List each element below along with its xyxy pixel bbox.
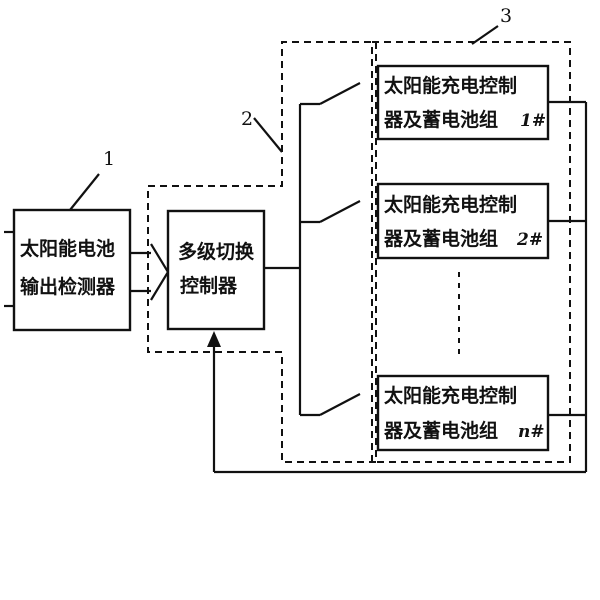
feedback-arrow-head [207, 331, 221, 347]
ref-label-3: 3 [500, 5, 512, 27]
detector-label-line2: 输出检测器 [20, 275, 116, 298]
ref-label-1: 1 [103, 148, 115, 170]
region-3-outline [371, 41, 571, 463]
ref-label-2: 2 [241, 108, 253, 130]
switch-controller-box [166, 209, 266, 331]
charge-unit-2-number: 2# [516, 230, 543, 250]
charge-unit-n-line2: 器及蓄电池组 [383, 419, 498, 442]
charge-unit-n-number: n# [518, 422, 545, 442]
charge-unit-1-line1: 太阳能充电控制 [384, 74, 517, 97]
ref-leader-2 [253, 117, 283, 153]
charge-unit-1-box [376, 64, 550, 141]
charge-unit-2-line1: 太阳能充电控制 [384, 193, 517, 216]
switch-2-blade [319, 200, 361, 223]
charge-unit-n-box [376, 374, 550, 452]
detector-label-line1: 太阳能电池 [20, 237, 115, 260]
charge-unit-2-box [376, 182, 550, 260]
ref-leader-1 [69, 173, 100, 211]
charge-unit-n-line1: 太阳能充电控制 [384, 384, 517, 407]
charge-unit-1-line2: 器及蓄电池组 [383, 108, 498, 131]
charge-unit-1-number: 1# [520, 111, 546, 131]
switch-1-blade [319, 82, 361, 105]
switch-n-blade [319, 393, 361, 416]
detector-box [12, 208, 132, 332]
switch-controller-line2: 控制器 [180, 274, 238, 297]
region-2-outline [147, 41, 377, 463]
switch-controller-line1: 多级切换 [178, 240, 255, 263]
ref-leader-3 [471, 25, 499, 45]
signal-arrow-head [150, 243, 170, 301]
charge-unit-2-line2: 器及蓄电池组 [383, 227, 498, 250]
